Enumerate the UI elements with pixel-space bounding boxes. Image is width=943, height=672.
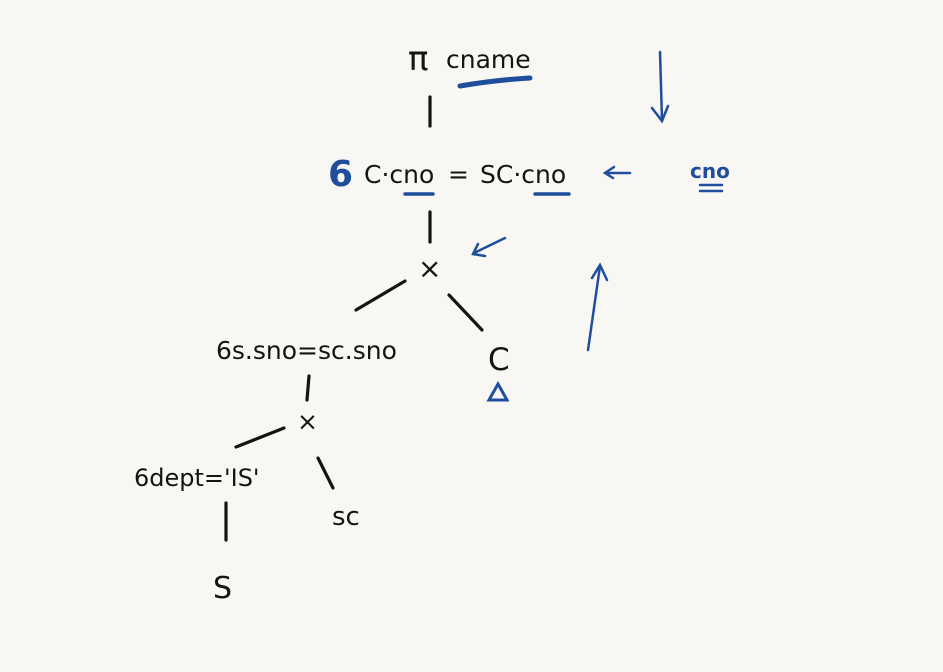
relation-sc-label: sc <box>332 502 360 532</box>
edge-join-top-left <box>354 279 407 312</box>
join-low-symbol: × <box>297 407 318 436</box>
join-top-symbol: × <box>418 252 441 285</box>
relation-c-label: C <box>488 342 510 378</box>
selection-top-right: SC·cno <box>480 160 566 189</box>
left-arrow-annotation-cno <box>602 165 632 180</box>
selection-top-sigma: 6 <box>328 154 353 195</box>
selection-top-op: = <box>448 160 469 189</box>
cno-note-label: cno <box>690 159 730 183</box>
edge-mid-selection-join <box>305 374 311 402</box>
projection-attribute: cname <box>446 45 531 74</box>
edge-join-low-left <box>234 426 286 449</box>
relation-c-triangle-marker <box>486 380 510 402</box>
down-arrow-annotation <box>650 50 670 124</box>
edge-join-top-right <box>447 293 484 332</box>
up-arrow-annotation <box>586 262 609 352</box>
relation-s-label: S <box>213 571 232 606</box>
arrow-to-join-annotation <box>471 236 507 258</box>
edge-join-low-right <box>316 456 335 490</box>
projection-underline-annotation <box>457 75 533 89</box>
selection-top-left: C·cno <box>364 160 434 189</box>
selection-mid-label: 6s.sno=sc.sno <box>216 336 397 365</box>
selection-low-label: 6dept='IS' <box>134 464 260 492</box>
projection-symbol: π <box>408 39 428 79</box>
